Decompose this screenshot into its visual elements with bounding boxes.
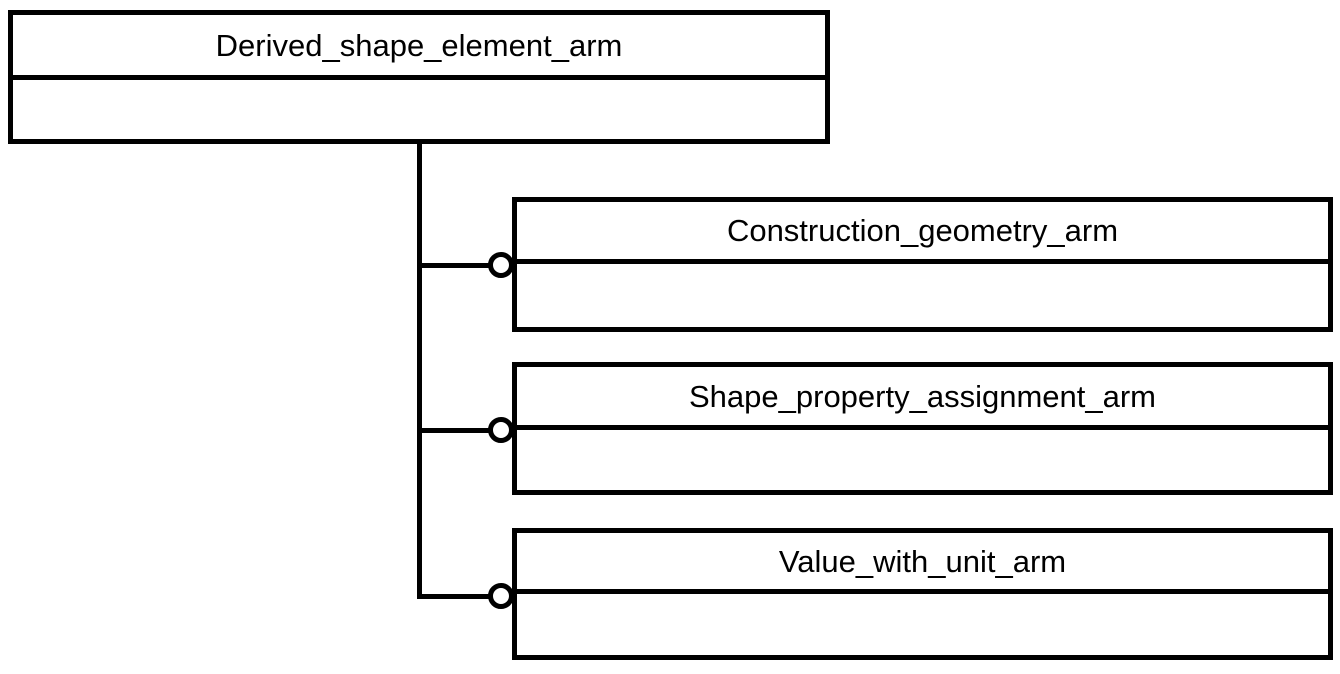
entity-box-construction-geometry-arm[interactable]: Construction_geometry_arm <box>512 197 1333 332</box>
connector-trunk-vertical <box>417 140 422 599</box>
entity-box-value-with-unit-arm[interactable]: Value_with_unit_arm <box>512 528 1333 660</box>
entity-body-derived-shape-element-arm <box>13 80 825 139</box>
relationship-circle-construction-geometry-arm[interactable] <box>488 252 514 278</box>
entity-box-shape-property-assignment-arm[interactable]: Shape_property_assignment_arm <box>512 362 1333 495</box>
entity-title-shape-property-assignment-arm: Shape_property_assignment_arm <box>517 367 1328 430</box>
entity-box-derived-shape-element-arm[interactable]: Derived_shape_element_arm <box>8 10 830 144</box>
entity-body-shape-property-assignment-arm <box>517 430 1328 490</box>
entity-body-value-with-unit-arm <box>517 594 1328 655</box>
entity-title-derived-shape-element-arm: Derived_shape_element_arm <box>13 15 825 80</box>
entity-body-construction-geometry-arm <box>517 264 1328 327</box>
entity-title-construction-geometry-arm: Construction_geometry_arm <box>517 202 1328 264</box>
relationship-circle-value-with-unit-arm[interactable] <box>488 583 514 609</box>
connector-branch-construction-geometry-arm <box>417 263 515 268</box>
relationship-circle-shape-property-assignment-arm[interactable] <box>488 417 514 443</box>
connector-branch-shape-property-assignment-arm <box>417 428 515 433</box>
entity-title-value-with-unit-arm: Value_with_unit_arm <box>517 533 1328 594</box>
connector-branch-value-with-unit-arm <box>417 594 515 599</box>
